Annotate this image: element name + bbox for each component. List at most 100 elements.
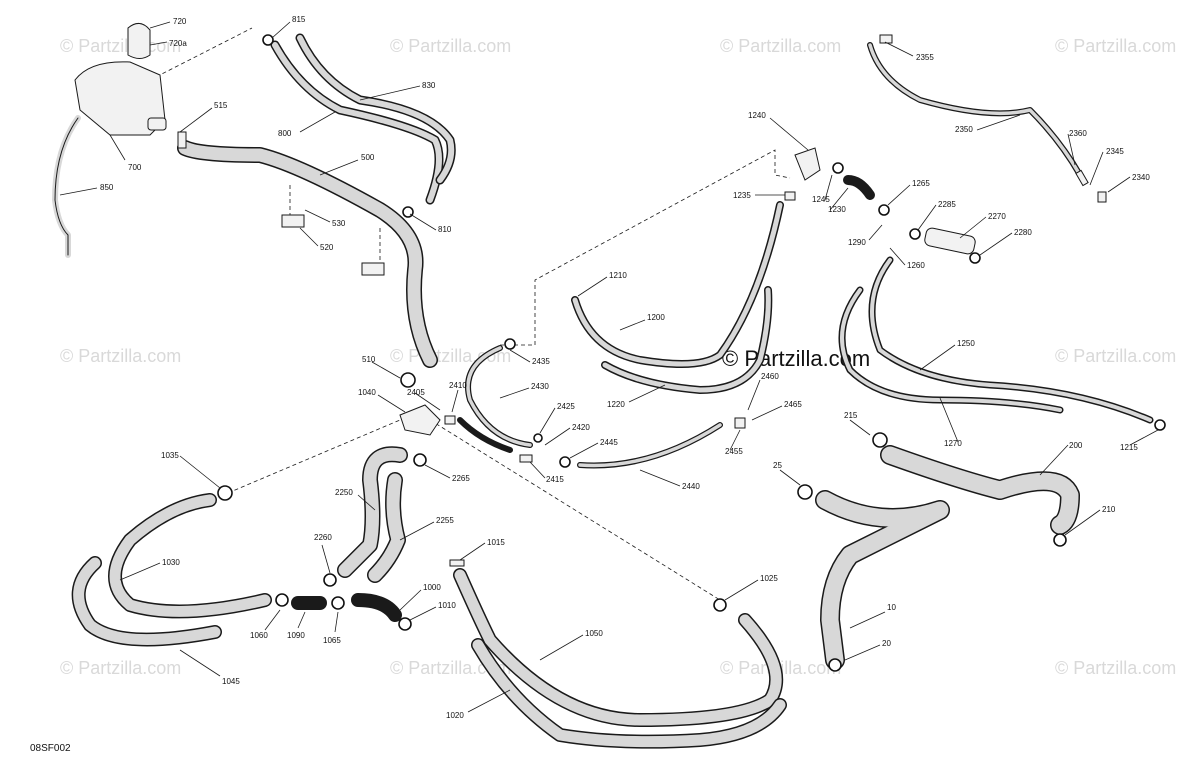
part-label: 2250 bbox=[335, 488, 353, 497]
part-label: 1220 bbox=[607, 400, 625, 409]
part-label: 530 bbox=[332, 219, 346, 228]
part-label: 720 bbox=[173, 17, 187, 26]
part-label: 1065 bbox=[323, 636, 341, 645]
part-label: 1090 bbox=[287, 631, 305, 640]
part-label: 830 bbox=[422, 81, 436, 90]
part-label: 1015 bbox=[487, 538, 505, 547]
part-label: 1215 bbox=[1120, 443, 1138, 452]
part-label: 720a bbox=[169, 39, 187, 48]
part-label: 2255 bbox=[436, 516, 454, 525]
part-label: 815 bbox=[292, 15, 306, 24]
part-label: 1030 bbox=[162, 558, 180, 567]
part-label: 2345 bbox=[1106, 147, 1124, 156]
part-label: 2280 bbox=[1014, 228, 1032, 237]
part-label: 515 bbox=[214, 101, 228, 110]
part-label: 1260 bbox=[907, 261, 925, 270]
part-label: 2445 bbox=[600, 438, 618, 447]
hose-200 bbox=[880, 445, 1080, 535]
part-label: 2465 bbox=[784, 400, 802, 409]
hoses-1020-1050 bbox=[453, 568, 787, 749]
part-label: 2430 bbox=[531, 382, 549, 391]
part-label: 25 bbox=[773, 461, 782, 470]
part-label: 520 bbox=[320, 243, 334, 252]
part-label: 2460 bbox=[761, 372, 779, 381]
watermark: © Partzilla.com bbox=[390, 36, 511, 56]
part-label: 500 bbox=[361, 153, 375, 162]
watermark: © Partzilla.com bbox=[720, 36, 841, 56]
part-label: 200 bbox=[1069, 441, 1083, 450]
part-labels: 720 720a 515 700 850 815 830 800 500 530… bbox=[100, 15, 1150, 720]
part-label: 1050 bbox=[585, 629, 603, 638]
part-label: 2350 bbox=[955, 125, 973, 134]
part-label: 215 bbox=[844, 411, 858, 420]
hose-2350 bbox=[867, 42, 1083, 178]
leader-lines bbox=[59, 21, 1159, 713]
part-label: 1040 bbox=[358, 388, 376, 397]
part-label: 1265 bbox=[912, 179, 930, 188]
hose-1230 bbox=[843, 175, 875, 200]
fittings bbox=[177, 34, 1107, 567]
part-label: 2405 bbox=[407, 388, 425, 397]
part-label: 810 bbox=[438, 225, 452, 234]
hose-1000 bbox=[351, 593, 402, 622]
watermark: © Partzilla.com bbox=[1055, 346, 1176, 366]
part-label: 2420 bbox=[572, 423, 590, 432]
hoses-2250-2255 bbox=[337, 446, 408, 583]
part-label: 10 bbox=[887, 603, 896, 612]
part-label: 800 bbox=[278, 129, 292, 138]
part-label: 1235 bbox=[733, 191, 751, 200]
part-label: 1020 bbox=[446, 711, 464, 720]
part-label: 1045 bbox=[222, 677, 240, 686]
part-label: 1290 bbox=[848, 238, 866, 247]
hoses-1200-1220 bbox=[571, 201, 784, 394]
part-label: 2435 bbox=[532, 357, 550, 366]
watermark-layer: © Partzilla.com © Partzilla.com © Partzi… bbox=[60, 36, 1176, 678]
part-label: 1025 bbox=[760, 574, 778, 583]
sleeve-2270 bbox=[924, 227, 976, 255]
part-label: 2360 bbox=[1069, 129, 1087, 138]
part-label: 2425 bbox=[557, 402, 575, 411]
part-label: 2410 bbox=[449, 381, 467, 390]
part-label: 1230 bbox=[828, 205, 846, 214]
part-label: 1210 bbox=[609, 271, 627, 280]
part-label: 1035 bbox=[161, 451, 179, 460]
part-label: 510 bbox=[362, 355, 376, 364]
part-label: 1200 bbox=[647, 313, 665, 322]
part-label: 1270 bbox=[944, 439, 962, 448]
part-label: 850 bbox=[100, 183, 114, 192]
watermark: © Partzilla.com bbox=[1055, 36, 1176, 56]
part-label: 1250 bbox=[957, 339, 975, 348]
part-label: 1060 bbox=[250, 631, 268, 640]
watermark: © Partzilla.com bbox=[1055, 658, 1176, 678]
watermark: © Partzilla.com bbox=[60, 36, 181, 56]
part-label: 2455 bbox=[725, 447, 743, 456]
part-label: 1000 bbox=[423, 583, 441, 592]
hoses-1250-1270 bbox=[838, 256, 1154, 424]
part-label: 2355 bbox=[916, 53, 934, 62]
coolant-reservoir bbox=[52, 23, 167, 258]
part-label: 2440 bbox=[682, 482, 700, 491]
diagram-code: 08SF002 bbox=[30, 743, 71, 754]
hose-500 bbox=[177, 140, 438, 368]
hoses-1030-1045 bbox=[71, 493, 272, 647]
dashed-reference-lines bbox=[149, 27, 791, 601]
watermark: © Partzilla.com bbox=[60, 346, 181, 366]
hoses-2430-2440 bbox=[457, 345, 723, 469]
part-label: 2340 bbox=[1132, 173, 1150, 182]
part-label: 210 bbox=[1102, 505, 1116, 514]
part-label: 700 bbox=[128, 163, 142, 172]
part-label: 2270 bbox=[988, 212, 1006, 221]
hose-10 bbox=[815, 490, 950, 670]
part-label: 2285 bbox=[938, 200, 956, 209]
part-label: 2260 bbox=[314, 533, 332, 542]
watermark: © Partzilla.com bbox=[60, 658, 181, 678]
part-label: 2415 bbox=[546, 475, 564, 484]
hoses-800-830 bbox=[270, 33, 456, 205]
part-label: 1240 bbox=[748, 111, 766, 120]
part-label: 1010 bbox=[438, 601, 456, 610]
part-label: 20 bbox=[882, 639, 891, 648]
part-label: 1245 bbox=[812, 195, 830, 204]
clamps bbox=[217, 34, 1166, 672]
part-label: 2265 bbox=[452, 474, 470, 483]
